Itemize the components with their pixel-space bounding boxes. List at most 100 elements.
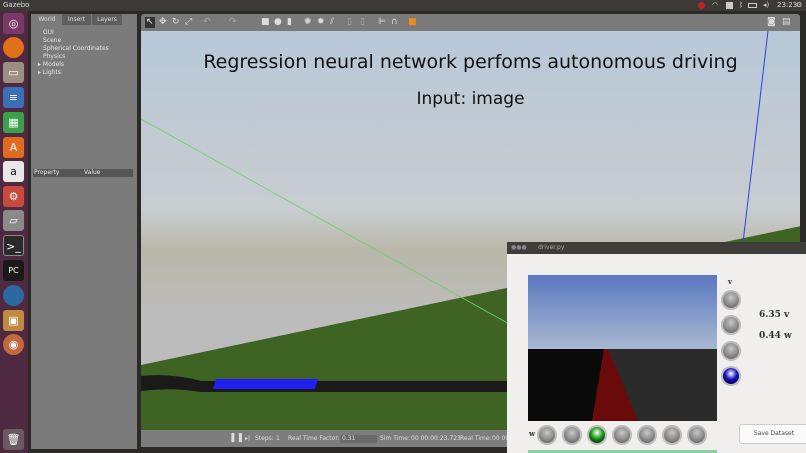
undo-icon[interactable]: ↶	[203, 17, 211, 27]
gazebo-icon[interactable]: ▣	[3, 310, 24, 331]
calc-icon[interactable]: ▦	[3, 112, 24, 133]
w-label: w	[529, 429, 536, 438]
amazon-icon[interactable]: a	[3, 161, 24, 182]
tree-item-physics[interactable]: Physics	[43, 53, 66, 60]
wifi-icon[interactable]: ◠	[712, 1, 719, 9]
tree-label: Lights	[42, 69, 62, 76]
rtf-label: Real Time Factor:	[288, 435, 340, 442]
redo-icon[interactable]: ↷	[229, 17, 237, 27]
directional-light-icon[interactable]: ⫽	[330, 17, 335, 27]
world-panel: World Insert Layers GUI Scene Spherical …	[31, 14, 137, 449]
steps-input[interactable]: 1	[276, 435, 280, 442]
tab-layers[interactable]: Layers	[92, 14, 122, 25]
view-angle-icon[interactable]: ■	[408, 17, 417, 27]
trash-icon[interactable]: 🗑	[3, 429, 24, 450]
select-tool-icon[interactable]: ↖	[145, 17, 155, 28]
align-icon[interactable]: ⊫	[378, 17, 386, 27]
sim-time-value: 00 00:00:23.723	[411, 435, 461, 442]
save-dataset-button[interactable]: Save Dataset	[739, 424, 806, 444]
bluetooth-icon[interactable]: ᛒ	[739, 1, 744, 9]
copy-icon[interactable]: ▯	[347, 17, 352, 27]
app-title: Gazebo	[3, 1, 30, 9]
progress-strip	[528, 450, 717, 453]
tree-item-gui[interactable]: GUI	[43, 29, 54, 36]
software-center-icon[interactable]: A	[3, 137, 24, 158]
camera-shadow	[528, 349, 604, 421]
w-option-radio[interactable]	[639, 427, 655, 443]
paste-icon[interactable]: ▯	[360, 17, 365, 27]
terminal-icon[interactable]: >_	[3, 235, 24, 256]
w-option-radio[interactable]	[589, 427, 605, 443]
point-light-icon[interactable]: ✺	[304, 17, 312, 27]
sphere-shape-icon[interactable]: ●	[274, 17, 282, 27]
spot-light-icon[interactable]: ✹	[317, 17, 325, 27]
snap-icon[interactable]: ∩	[391, 17, 398, 27]
real-time-value: 00 00	[492, 435, 510, 442]
box-shape-icon[interactable]: ■	[261, 17, 270, 27]
battery-icon[interactable]	[748, 3, 757, 8]
tree-label: Models	[42, 61, 65, 68]
w-option-radio[interactable]	[614, 427, 630, 443]
translate-tool-icon[interactable]: ✥	[159, 17, 167, 27]
value-label: Value	[84, 169, 101, 176]
overlay-title: Regression neural network perfoms autono…	[203, 51, 738, 73]
record-icon[interactable]	[698, 2, 705, 9]
w-option-radio[interactable]	[539, 427, 555, 443]
tab-insert[interactable]: Insert	[62, 14, 91, 25]
tree-item-spherical[interactable]: Spherical Coordinates	[43, 45, 109, 52]
camera-sky	[528, 275, 717, 349]
v-value: 6.35 v	[759, 310, 790, 320]
driver-title: driver.py	[538, 244, 565, 251]
ubuntu-dash-icon[interactable]: ◎	[3, 13, 24, 34]
keyboard-icon[interactable]	[726, 2, 733, 9]
v-option-radio[interactable]	[723, 367, 739, 384]
files-icon[interactable]: ▭	[3, 62, 24, 83]
driver-title-bar[interactable]: ●●● driver.py	[507, 242, 806, 254]
log-icon[interactable]: ▤	[782, 17, 791, 27]
rotate-tool-icon[interactable]: ↻	[172, 17, 180, 27]
writer-icon[interactable]: ≡	[3, 87, 24, 108]
tree-item-models[interactable]: ▸ Models	[38, 61, 64, 68]
top-panel: Gazebo ◠ ᛒ ◂) 23:23 ⚙	[0, 0, 806, 11]
tab-world[interactable]: World	[33, 14, 61, 25]
w-option-radio[interactable]	[689, 427, 705, 443]
clock[interactable]: 23:23	[777, 1, 798, 9]
steps-label: Steps:	[255, 435, 274, 442]
expand-icon[interactable]: ▸	[38, 61, 43, 68]
firefox-icon[interactable]	[3, 37, 24, 58]
camera-lane-line	[592, 349, 638, 421]
w-option-radio[interactable]	[664, 427, 680, 443]
driver-window: ●●● driver.py v 6.35 v 0.44 w w Save Dat…	[507, 242, 806, 453]
v-option-radio[interactable]	[723, 317, 739, 334]
expand-icon[interactable]: ▸	[38, 69, 43, 76]
step-icon[interactable]: ▸|	[245, 435, 251, 442]
property-label: Property	[34, 169, 60, 176]
settings-icon[interactable]: ⚙	[3, 186, 24, 207]
disk-icon[interactable]: ◉	[3, 334, 24, 355]
y-axis-line	[141, 118, 512, 326]
screenshot-icon[interactable]: ◙	[767, 17, 776, 27]
launcher: ◎ ▭ ≡ ▦ A a ⚙ ▱ >_ PC ▣ ◉ 🗑	[0, 11, 28, 453]
tree-item-lights[interactable]: ▸ Lights	[38, 69, 61, 76]
browser-icon[interactable]	[3, 285, 24, 306]
real-time-label: Real Time:	[460, 435, 492, 442]
v-label: v	[728, 277, 733, 286]
property-header: Property Value	[33, 169, 133, 177]
window-controls-icon[interactable]: ●●●	[511, 244, 527, 251]
tree-item-scene[interactable]: Scene	[43, 37, 62, 44]
volume-icon[interactable]: ◂)	[763, 1, 770, 9]
w-value: 0.44 w	[759, 331, 792, 341]
cylinder-shape-icon[interactable]: ▮	[287, 17, 292, 27]
pycharm-icon[interactable]: PC	[3, 260, 24, 281]
z-axis-line	[741, 31, 769, 252]
v-option-radio[interactable]	[723, 342, 739, 359]
gear-icon[interactable]: ⚙	[796, 1, 803, 9]
camera-image	[528, 275, 717, 421]
pause-icon[interactable]: ❚❚	[229, 433, 245, 443]
v-option-radio[interactable]	[723, 292, 739, 308]
overlay-subtitle: Input: image	[416, 89, 525, 109]
w-option-radio[interactable]	[564, 427, 580, 443]
scale-tool-icon[interactable]: ⤢	[185, 17, 193, 27]
drive-icon[interactable]: ▱	[3, 210, 24, 231]
rtf-value: 0.31	[340, 435, 377, 443]
